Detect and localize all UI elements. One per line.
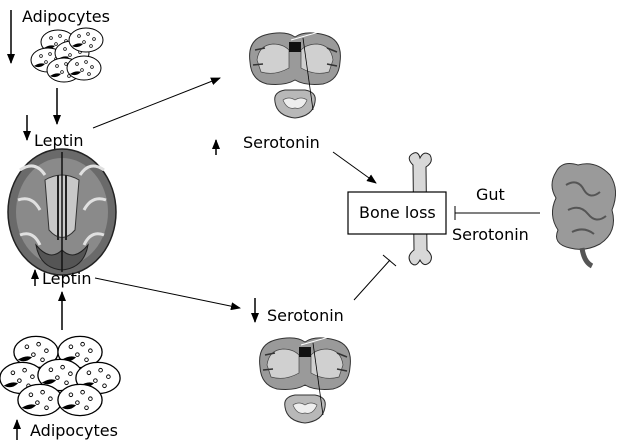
bone-loss-box [347,191,447,235]
arrow-leptin-to-serotonin-top [92,77,221,129]
arrow-leptin-to-serotonin-bottom [94,277,241,311]
label-bone-loss: Bone loss [359,203,436,222]
label-serotonin-top: Serotonin [243,133,320,152]
arrow-serotonin-top-to-bone-loss [332,151,377,184]
adipocyte-cluster-bottom [0,335,121,417]
brain-slice-bottom-icon [258,336,352,424]
brain-slice-top-icon [248,31,342,119]
inhibit-bar-serotonin-bottom [382,254,397,267]
adipocyte-cluster-top [30,27,104,83]
label-adipocytes-bottom: Adipocytes [30,421,118,440]
label-leptin-bottom: Leptin [42,269,92,288]
label-gut-serotonin: Serotonin [452,225,529,244]
gut-icon [551,163,616,269]
label-leptin-top: Leptin [34,131,84,150]
label-gut: Gut [476,185,505,204]
brain-icon [7,148,117,276]
label-serotonin-bottom: Serotonin [267,306,344,325]
label-adipocytes-top: Adipocytes [22,7,110,26]
inhibit-serotonin-bottom-to-bone-loss [353,259,391,301]
